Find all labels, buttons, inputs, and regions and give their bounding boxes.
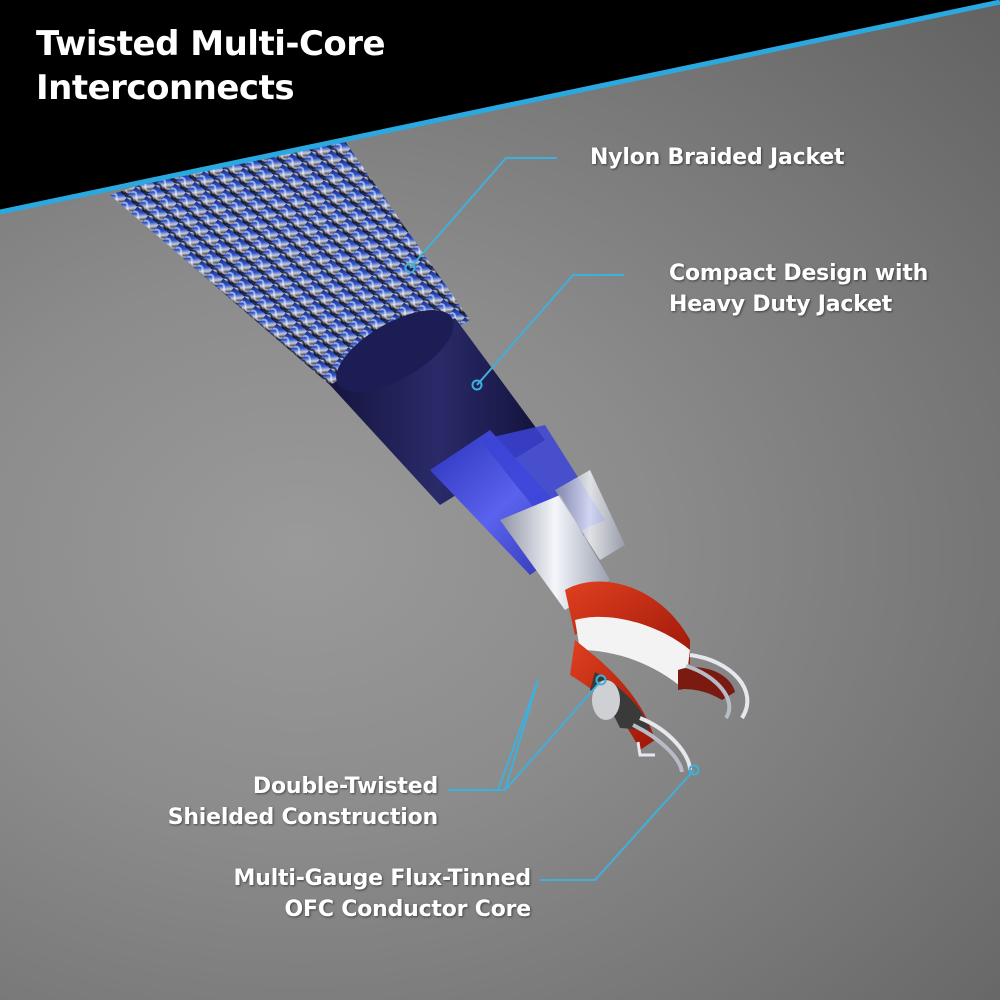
leader-line-nylon — [409, 157, 557, 269]
page-title: Twisted Multi-Core Interconnects — [36, 22, 386, 110]
callout-text: Nylon Braided Jacket — [590, 145, 845, 170]
callout-compact-design: Compact Design with Heavy Duty Jacket — [669, 258, 928, 320]
leader-line-double-twisted — [448, 679, 539, 791]
title-line-1: Twisted Multi-Core — [36, 24, 386, 64]
drain-strands — [500, 470, 625, 610]
pointer-dot-compact — [471, 379, 483, 391]
leader-line-compact — [476, 274, 624, 386]
conductor-wires — [632, 653, 750, 773]
pointer-dot-core — [688, 764, 700, 776]
callout-text-line-1: Double-Twisted — [252, 774, 438, 799]
callout-nylon-braided-jacket: Nylon Braided Jacket — [590, 142, 845, 173]
callout-text-line-2: OFC Conductor Core — [284, 897, 532, 922]
leader-line-core — [540, 769, 695, 881]
pointer-dot-double-twisted — [595, 674, 607, 686]
callout-multi-gauge-core: Multi-Gauge Flux-Tinned OFC Conductor Co… — [233, 863, 532, 925]
title-line-2: Interconnects — [36, 68, 295, 108]
callout-text-line-1: Compact Design with — [669, 261, 929, 286]
callout-text-line-2: Shielded Construction — [167, 805, 439, 830]
pointer-dot-nylon — [404, 262, 416, 274]
callout-double-twisted: Double-Twisted Shielded Construction — [167, 771, 439, 833]
callout-text-line-2: Heavy Duty Jacket — [669, 292, 893, 317]
twisted-conductors — [565, 581, 735, 750]
callout-text-line-1: Multi-Gauge Flux-Tinned — [233, 866, 532, 891]
